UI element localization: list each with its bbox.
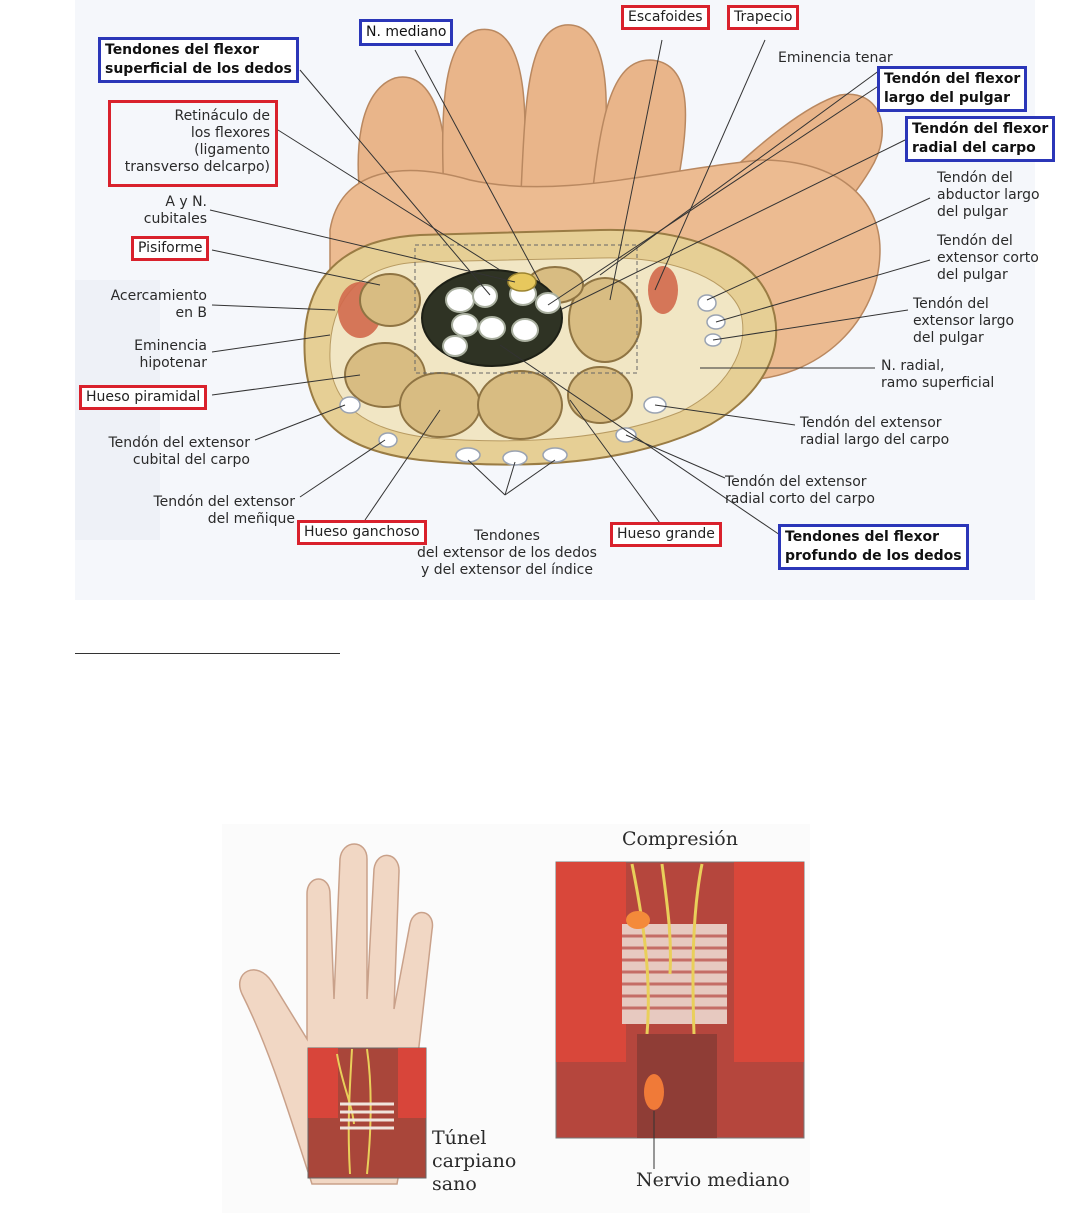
compression-panel xyxy=(555,861,805,1139)
label-n-mediano: N. mediano xyxy=(359,19,454,46)
label-trapecio: Trapecio xyxy=(727,5,800,30)
label-ext-radial-largo: Tendón del extensor radial largo del car… xyxy=(800,415,950,448)
label-ext-cubital: Tendón del extensor cubital del carpo xyxy=(108,435,250,468)
healthy-hand xyxy=(239,843,434,1185)
label-abductor-largo: Tendón del abductor largo del pulgar xyxy=(937,170,1040,220)
leader-lines xyxy=(209,39,931,536)
label-ext-largo: Tendón del extensor largo del pulgar xyxy=(913,296,1015,346)
retinaculo-frame xyxy=(108,100,278,187)
label-eminencia-hipotenar: Eminencia hipotenar xyxy=(134,338,207,371)
carpal-tunnel-illustration xyxy=(222,824,810,1213)
carpal-tunnel-figure: Compresión Túnel carpiano sano Nervio me… xyxy=(222,824,810,1213)
wrist-cross-section-figure: Eminencia tenar Retináculo de los flexor… xyxy=(0,0,1071,600)
label-a-y-n-cubitales: A y N. cubitales xyxy=(143,194,207,227)
label-ext-menique: Tendón del extensor del meñique xyxy=(153,494,295,527)
label-hueso-ganchoso: Hueso ganchoso xyxy=(297,520,427,545)
label-hueso-piramidal: Hueso piramidal xyxy=(79,385,208,410)
label-flexor-superficial: Tendones del flexor superficial de los d… xyxy=(98,37,299,83)
label-ext-corto: Tendón del extensor corto del pulgar xyxy=(937,233,1039,283)
label-acercamiento: Acercamiento en B xyxy=(110,288,207,321)
label-nervio-mediano: Nervio mediano xyxy=(636,1169,790,1191)
label-ext-radial-corto: Tendón del extensor radial corto del car… xyxy=(725,474,875,507)
label-escafoides: Escafoides xyxy=(621,5,710,30)
label-hueso-grande: Hueso grande xyxy=(610,522,722,547)
label-flexor-radial-carpo: Tendón del flexor radial del carpo xyxy=(905,116,1056,162)
label-compresion: Compresión xyxy=(622,828,738,850)
label-flexor-profundo: Tendones del flexor profundo de los dedo… xyxy=(778,524,969,570)
wrist-cross-section-illustration xyxy=(75,0,1035,600)
label-n-radial: N. radial, ramo superficial xyxy=(881,358,995,391)
divider-line xyxy=(75,653,340,654)
label-tendones-ext-dedos: Tendones del extensor de los dedos y del… xyxy=(417,528,597,578)
label-retinaculo: Retináculo de los flexores (ligamento tr… xyxy=(124,108,270,175)
label-flexor-largo-pulgar: Tendón del flexor largo del pulgar xyxy=(877,66,1028,112)
label-eminencia-tenar: Eminencia tenar xyxy=(778,50,893,66)
label-pisiforme: Pisiforme xyxy=(131,236,210,261)
label-tunel-carpiano-sano: Túnel carpiano sano xyxy=(432,1127,517,1195)
